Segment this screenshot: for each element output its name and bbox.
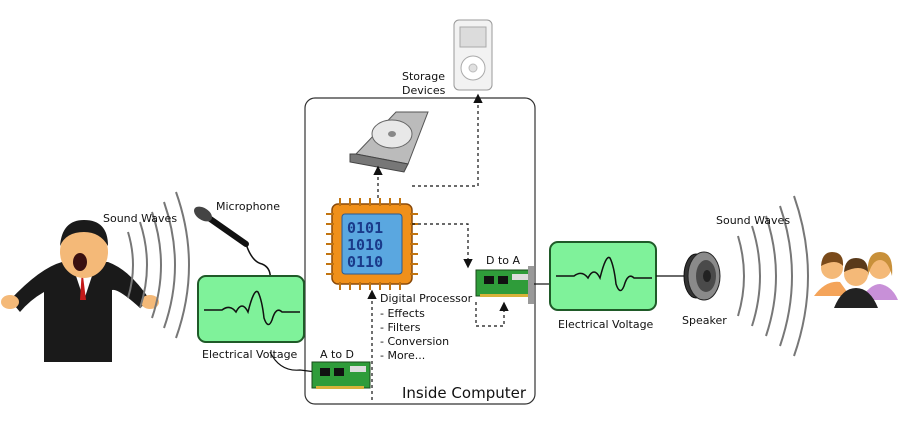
a-to-d-label: A to D	[320, 348, 354, 361]
sound-card-icon-adc	[311, 361, 371, 389]
chip-row-1: 0101	[347, 219, 383, 237]
media-player-icon	[453, 19, 493, 91]
oscilloscope-icon-left	[197, 275, 305, 343]
electrical-voltage-right-label: Electrical Voltage	[558, 318, 654, 331]
d-to-a-label: D to A	[486, 254, 521, 267]
sound-card-icon-dac	[475, 266, 534, 304]
chip-row-3: 0110	[347, 253, 383, 271]
processor-more: - More...	[380, 349, 425, 362]
digital-processor-label: Digital Processor	[380, 292, 473, 305]
speaker-label: Speaker	[682, 314, 727, 327]
oscilloscope-icon-right	[549, 241, 657, 311]
arrow-processor-to-dac	[412, 223, 473, 269]
microphone-label: Microphone	[216, 200, 280, 213]
sound-waves-right-label: Sound Waves	[716, 214, 790, 227]
arrow-processor-to-storage	[412, 93, 483, 187]
cpu-chip-icon: 0101 1010 0110	[326, 198, 418, 290]
hard-drive-icon	[349, 111, 429, 173]
speaker-icon	[683, 251, 721, 301]
storage-devices-label-1: Storage	[402, 70, 445, 83]
sound-waves-left	[127, 191, 190, 339]
sound-waves-left-label: Sound Waves	[103, 212, 177, 225]
sound-waves-right	[737, 195, 809, 357]
arrow-dac-loop	[475, 301, 509, 327]
electrical-voltage-left-label: Electrical Voltage	[202, 348, 298, 361]
processor-effects: - Effects	[380, 307, 425, 320]
wire-scope-to-adc	[269, 351, 317, 373]
storage-devices-label-2: Devices	[402, 84, 446, 97]
inside-computer-box	[304, 97, 536, 405]
microphone-icon	[193, 206, 272, 283]
inside-computer-label: Inside Computer	[402, 384, 527, 402]
audience-icon	[814, 252, 898, 308]
singer-icon	[1, 220, 159, 362]
chip-row-2: 1010	[347, 236, 383, 254]
processor-filters: - Filters	[380, 321, 421, 334]
processor-conversion: - Conversion	[380, 335, 449, 348]
